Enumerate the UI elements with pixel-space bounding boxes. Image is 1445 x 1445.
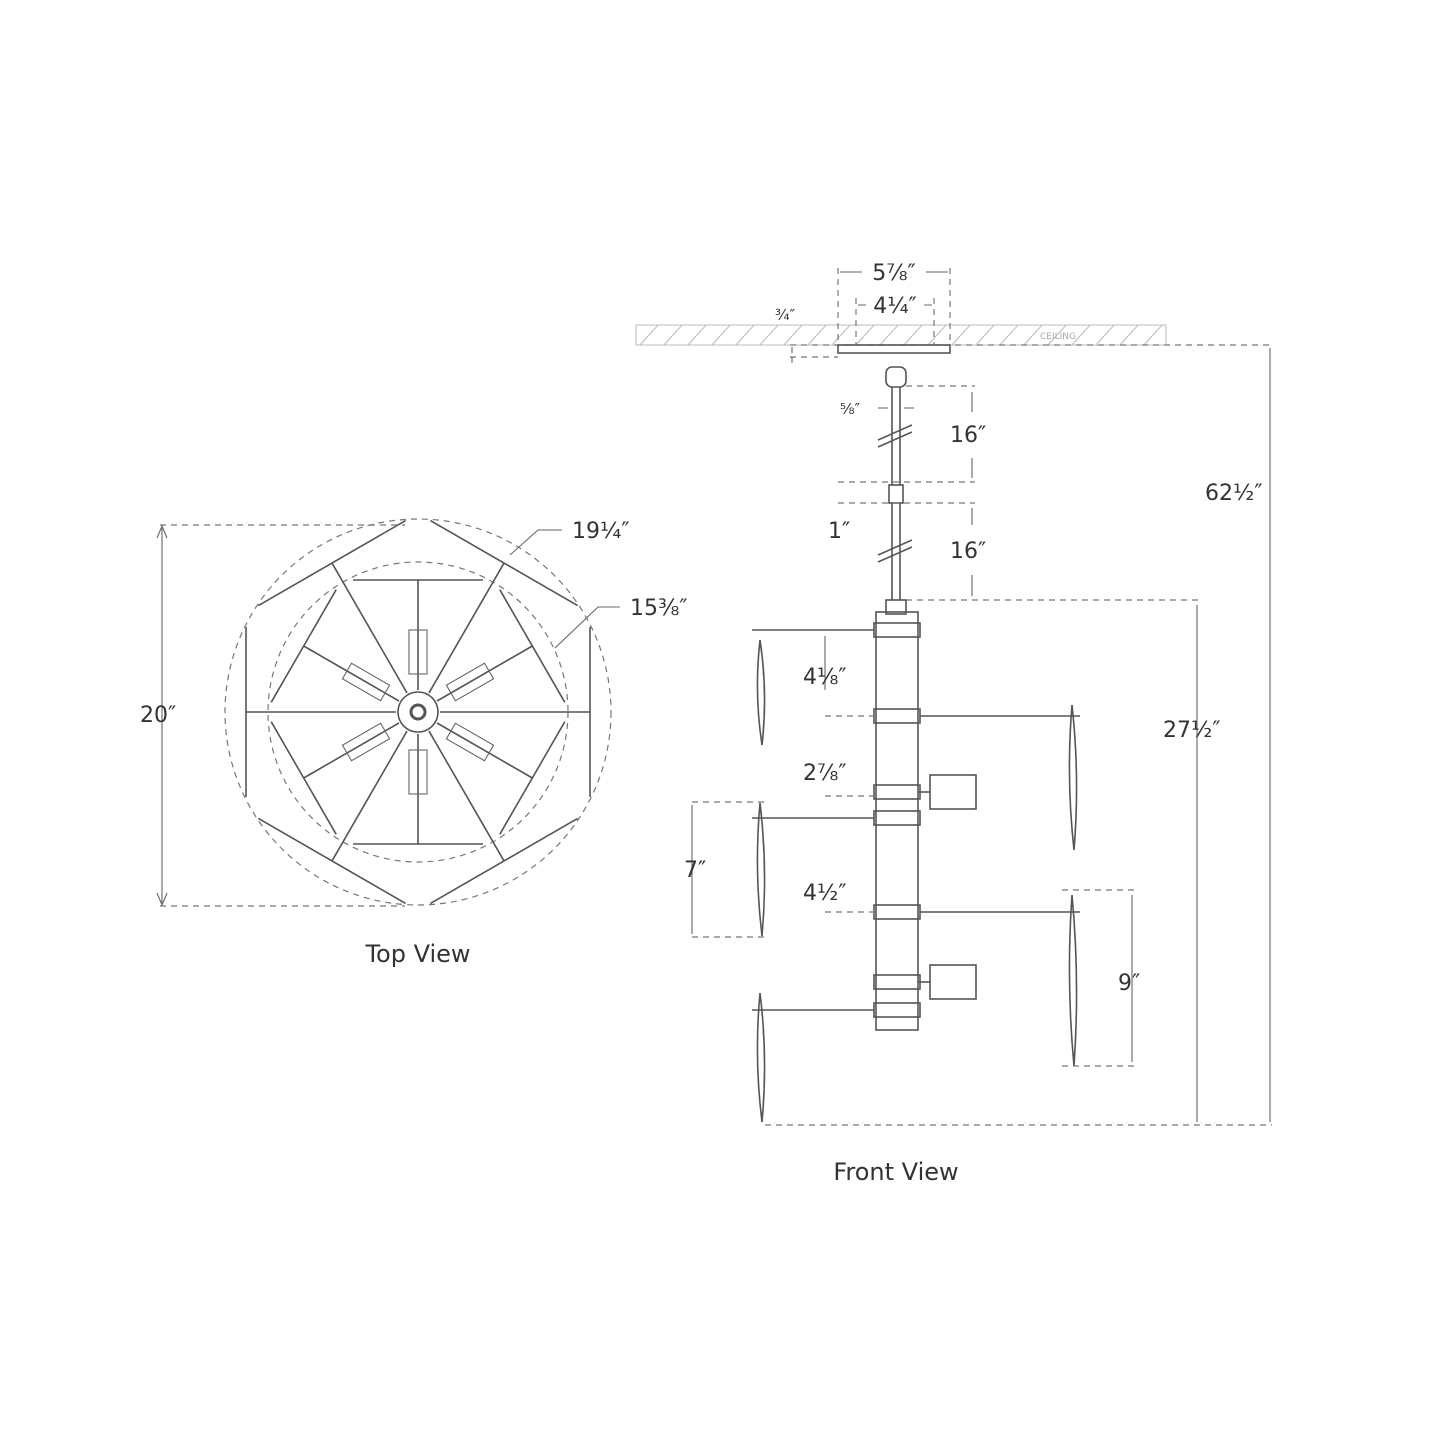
shade	[429, 817, 579, 905]
outer-diameter-circle	[224, 518, 612, 906]
front-view-arms	[752, 622, 1080, 1123]
dim-tier-3: 4½″	[803, 881, 847, 906]
break-mark	[877, 539, 913, 563]
center-hub	[397, 691, 439, 733]
arm	[428, 562, 505, 694]
glass-shade	[756, 639, 766, 746]
body-cap	[885, 599, 907, 615]
canopy	[837, 344, 951, 354]
dim-stem-lower: 16″	[950, 539, 986, 564]
bulb-socket	[929, 774, 977, 810]
hatch-line	[927, 324, 947, 346]
dim-arrows	[840, 271, 948, 306]
hatch-line	[1143, 324, 1163, 346]
arm-collar	[873, 708, 921, 724]
shade	[270, 589, 337, 703]
body-column	[875, 611, 919, 1031]
dim-outer-diameter: 19¼″	[572, 519, 630, 544]
top-view: 20″ 19¼″ 15⅜″ Top View	[140, 518, 688, 968]
arm	[331, 562, 408, 694]
hatch-line	[735, 324, 755, 346]
arm-collar	[873, 904, 921, 920]
dim-arrows	[156, 524, 168, 907]
collar	[873, 784, 921, 800]
shade	[499, 589, 566, 703]
leader-outer	[509, 529, 562, 556]
hatch-line	[951, 324, 971, 346]
front-view-caption: Front View	[833, 1158, 958, 1186]
shade	[270, 721, 337, 835]
hatch-line	[1023, 324, 1043, 346]
dim-height-span: 20″	[140, 703, 176, 728]
stem-coupler	[888, 484, 904, 504]
dim-body-height: 27½″	[1163, 718, 1221, 743]
stem-swivel	[885, 366, 907, 388]
bulb	[341, 662, 391, 702]
arm	[436, 645, 533, 702]
ceiling	[635, 324, 1167, 346]
arm	[436, 722, 533, 779]
dim-canopy-width: 5⅞″	[872, 261, 916, 286]
hatch-line	[711, 324, 731, 346]
top-view-caption: Top View	[364, 940, 470, 968]
glass-shade	[756, 992, 766, 1123]
hatch-line	[1119, 324, 1139, 346]
shade	[429, 519, 579, 607]
hatch-line	[903, 324, 923, 346]
hatch-line	[639, 324, 659, 346]
hatch-line	[975, 324, 995, 346]
glass-shade	[756, 802, 766, 937]
break-mark	[877, 424, 913, 448]
arm-collar	[873, 622, 921, 638]
ceiling-hatch	[639, 324, 1163, 346]
shade	[499, 721, 566, 835]
hatch-line	[831, 324, 851, 346]
arm	[303, 645, 400, 702]
arm-collar	[873, 810, 921, 826]
shade	[257, 519, 407, 607]
bulb	[445, 662, 495, 702]
dim-overall-height: 62½″	[1205, 481, 1263, 506]
hatch-line	[999, 324, 1019, 346]
dim-stem-diameter: ⅝″	[840, 400, 861, 418]
collar	[873, 974, 921, 990]
hatch-line	[1047, 324, 1067, 346]
bulb	[408, 629, 428, 675]
glass-shade	[1068, 894, 1078, 1067]
glass-shade	[1068, 704, 1078, 851]
bulb-socket	[929, 964, 977, 1000]
dim-tier-1: 4⅛″	[803, 665, 847, 690]
dim-canopy-inner: 4¼″	[873, 294, 917, 319]
hatch-line	[879, 324, 899, 346]
arm	[303, 722, 400, 779]
hatch-line	[1095, 324, 1115, 346]
dim-shade-left: 7″	[684, 858, 706, 883]
bulb	[408, 749, 428, 795]
dim-shade-right: 9″	[1118, 971, 1140, 996]
top-view-arms	[245, 519, 591, 905]
bulb	[445, 722, 495, 762]
arm	[331, 730, 408, 862]
front-view: CEILING 5⅞″ 4¼″ ¾″ ⅝″ 16″ 1″ 16″	[635, 261, 1272, 1186]
shade	[257, 817, 407, 905]
hatch-line	[855, 324, 875, 346]
arm-collar	[873, 1002, 921, 1018]
dim-stem-upper: 16″	[950, 423, 986, 448]
bulb	[341, 722, 391, 762]
hatch-line	[1071, 324, 1091, 346]
dim-coupler: 1″	[828, 519, 850, 544]
hatch-line	[783, 324, 803, 346]
hatch-line	[687, 324, 707, 346]
dim-canopy-depth: ¾″	[775, 306, 796, 324]
hatch-line	[807, 324, 827, 346]
leader-inner	[554, 606, 620, 649]
dim-tier-2: 2⅞″	[803, 761, 847, 786]
hatch-line	[663, 324, 683, 346]
hatch-line	[759, 324, 779, 346]
arm	[428, 730, 505, 862]
ceiling-label: CEILING	[1040, 332, 1076, 342]
center-stem	[409, 703, 427, 721]
dim-inner-diameter: 15⅜″	[630, 596, 688, 621]
